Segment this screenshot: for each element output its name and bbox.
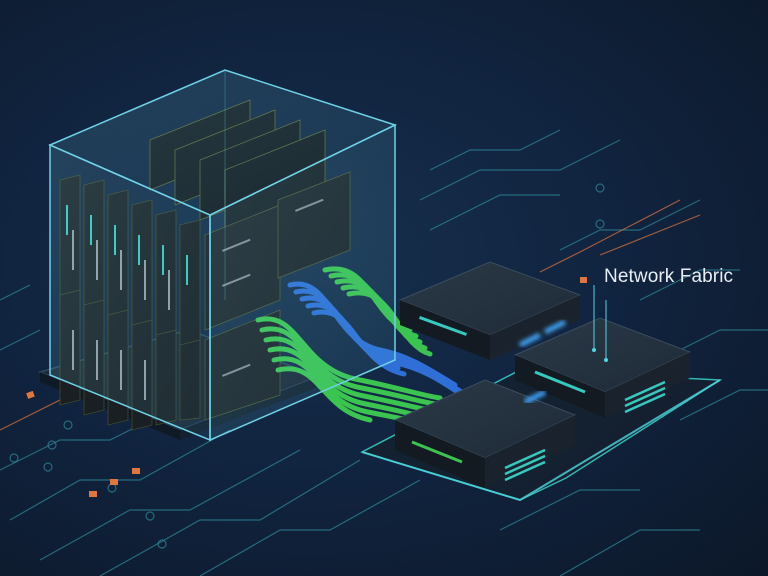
circuit-vias: [9, 183, 605, 549]
switch-1: [398, 261, 582, 360]
network-fabric-label: Network Fabric: [604, 266, 734, 287]
switch-2: [513, 285, 692, 418]
switch-3: [393, 379, 577, 488]
orange-pads: [26, 277, 587, 497]
glass-cube: [48, 69, 398, 442]
